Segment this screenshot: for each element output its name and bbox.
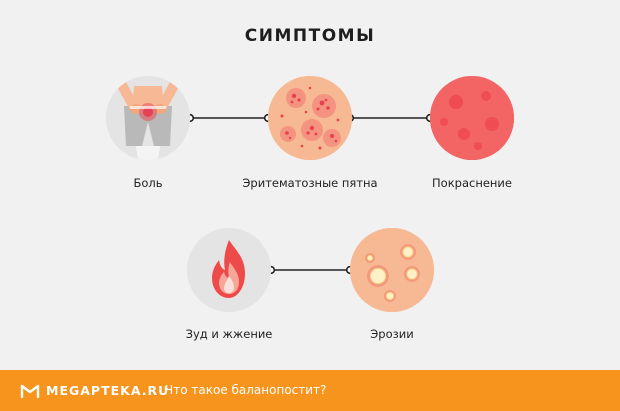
symptom-label: Боль [133, 176, 163, 190]
erosions-icon [350, 228, 434, 312]
fire-icon [187, 228, 271, 312]
pain-icon [106, 76, 190, 160]
footer-bar: MEGAPTEKA.RU Что такое баланопостит? [0, 370, 620, 411]
symptom-itching-burning [187, 228, 271, 312]
megapteka-logo-icon [20, 384, 40, 399]
symptom-redness [430, 76, 514, 160]
brand-name: MEGAPTEKA.RU [46, 383, 170, 398]
symptom-label: Покраснение [432, 176, 512, 190]
symptom-label: Эритематозные пятна [242, 176, 378, 190]
symptom-label: Зуд и жжение [185, 327, 273, 341]
erythematous-spots-icon [268, 76, 352, 160]
footer-tagline: Что такое баланопостит? [165, 383, 327, 397]
symptom-label: Эрозии [370, 327, 414, 341]
page-title: СИМПТОМЫ [244, 26, 376, 46]
redness-icon [430, 76, 514, 160]
symptom-erosions [350, 228, 434, 312]
symptom-erythematous-spots [268, 76, 352, 160]
symptom-pain [106, 76, 190, 160]
